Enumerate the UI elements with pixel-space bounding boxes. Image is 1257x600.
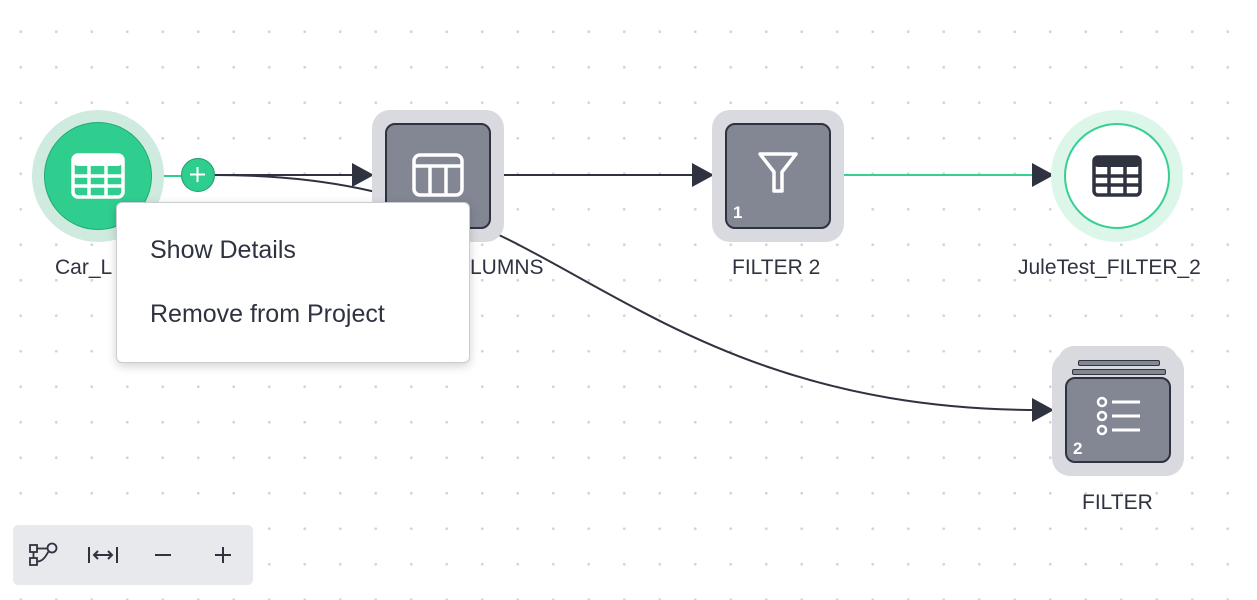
table-icon: [1092, 155, 1142, 197]
context-menu: Show Details Remove from Project: [116, 202, 470, 363]
select-columns-label: LUMNS: [470, 256, 544, 279]
edge-arrowhead-filter: [1032, 398, 1054, 422]
zoom-out-button[interactable]: [145, 537, 181, 573]
filter-label: FILTER: [1082, 491, 1153, 514]
filter2-label: FILTER 2: [732, 256, 821, 279]
auto-layout-button[interactable]: [25, 537, 61, 573]
filter2-count-badge: 1: [733, 203, 743, 222]
zoom-out-icon: [155, 554, 171, 556]
funnel-icon: [758, 152, 798, 193]
edge-arrowhead-filter2: [692, 163, 714, 187]
output-node-label: JuleTest_FILTER_2: [1018, 256, 1201, 279]
edge-arrowhead-select: [352, 163, 374, 187]
source-node-label: Car_L: [55, 256, 113, 279]
edge-source-to-filter: [214, 174, 1041, 411]
table-icon: [71, 153, 125, 199]
menu-item-show-details[interactable]: Show Details: [150, 236, 296, 264]
plus-icon: [190, 167, 205, 182]
zoom-in-button[interactable]: [205, 537, 241, 573]
filter-stack-sheet-3: [1078, 360, 1160, 366]
filter-box[interactable]: 2: [1065, 377, 1171, 463]
filter-stack-sheet-4: [1072, 369, 1166, 375]
fit-width-icon: [88, 547, 118, 563]
list-icon: [1096, 396, 1140, 436]
output-node-circle[interactable]: [1064, 123, 1170, 229]
flow-layout-icon: [29, 542, 58, 566]
zoom-in-icon: [215, 547, 231, 563]
menu-item-remove-from-project[interactable]: Remove from Project: [150, 300, 385, 328]
fit-to-screen-button[interactable]: [85, 537, 121, 573]
filter2-box[interactable]: 1: [725, 123, 831, 229]
canvas-toolbar: [13, 525, 253, 585]
columns-icon: [412, 153, 464, 197]
filter-count-badge: 2: [1073, 439, 1083, 458]
add-operator-button[interactable]: [181, 158, 215, 192]
edge-arrowhead-output: [1032, 163, 1054, 187]
